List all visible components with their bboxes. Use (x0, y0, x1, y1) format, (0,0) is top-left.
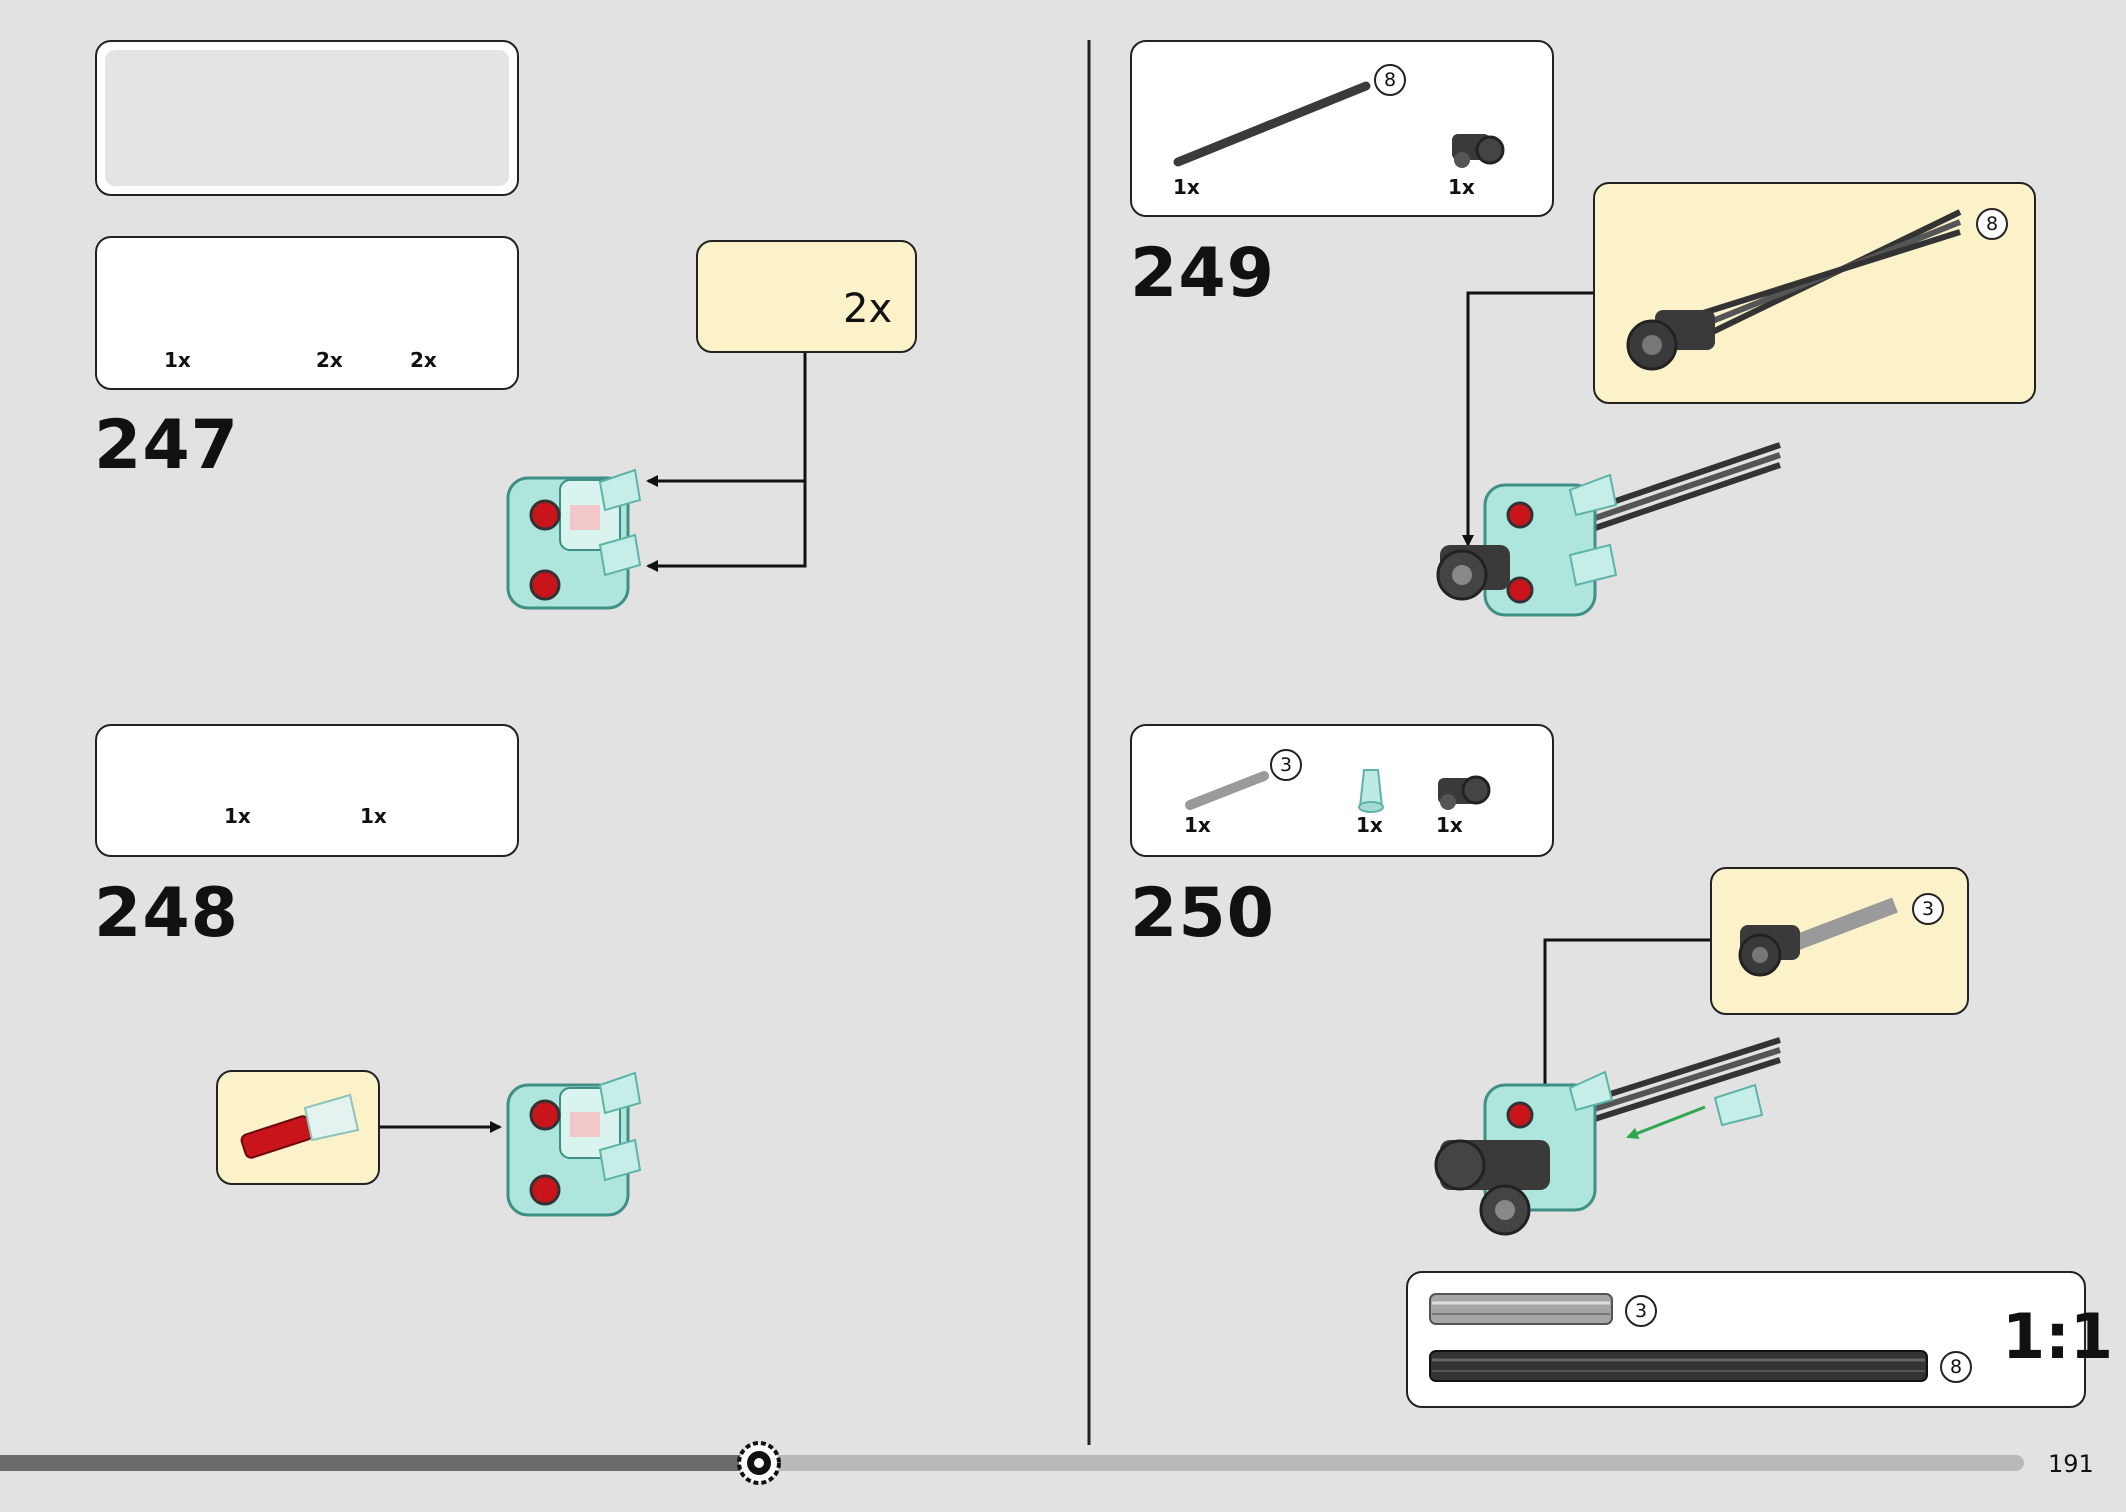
part-qty: 1x (1436, 813, 1463, 837)
scale-label: 1:1 (2002, 1300, 2114, 1373)
step-number: 250 (1130, 874, 1275, 953)
part-qty: 2x (316, 348, 343, 372)
step-number: 248 (94, 874, 239, 953)
step-number: 247 (94, 406, 239, 485)
progress-gear-icon (737, 1441, 781, 1485)
progress-bar (0, 1455, 2024, 1471)
axle-length-badge: 8 (1976, 208, 2008, 240)
part-long-axle-8 (1173, 81, 1371, 167)
part-qty: 1x (164, 348, 191, 372)
assembly-249 (1436, 442, 1781, 617)
axle-length-badge: 3 (1912, 893, 1944, 925)
page-number: 191 (2048, 1450, 2094, 1478)
part-axle-connector-black (1452, 134, 1505, 168)
part-axle-3 (1185, 771, 1269, 810)
assembly-247 (506, 468, 642, 610)
part-qty: 1x (1356, 813, 1383, 837)
scale-axle-8 (1429, 1350, 1928, 1382)
parts-list-247 (95, 236, 519, 390)
part-qty: 1x (1448, 175, 1475, 199)
submodel-callout-247 (696, 240, 917, 353)
axle-length-badge: 3 (1270, 749, 1302, 781)
part-qty: 1x (1184, 813, 1211, 837)
parts-list-248 (95, 724, 519, 857)
axle-length-badge: 3 (1625, 1295, 1657, 1327)
part-qty: 1x (224, 804, 251, 828)
axle-length-badge: 8 (1940, 1351, 1972, 1383)
part-qty: 2x (410, 348, 437, 372)
preview-box (95, 40, 519, 196)
axle-length-badge: 8 (1374, 64, 1406, 96)
step-number: 249 (1130, 234, 1275, 313)
part-qty: 1x (1173, 175, 1200, 199)
assembly-250 (1434, 1037, 1781, 1236)
part-axle-connector-black-2 (1438, 775, 1491, 810)
callout-connector-short-axle (1738, 897, 1898, 977)
assembly-248 (506, 1071, 642, 1217)
part-trans-cone-3 (1358, 769, 1384, 813)
callout-axle-pin-cone (240, 1093, 360, 1159)
part-qty: 1x (360, 804, 387, 828)
callout-axle-connector (1626, 209, 1962, 371)
scale-axle-3 (1429, 1293, 1613, 1325)
callout-multiplier: 2x (843, 286, 893, 332)
